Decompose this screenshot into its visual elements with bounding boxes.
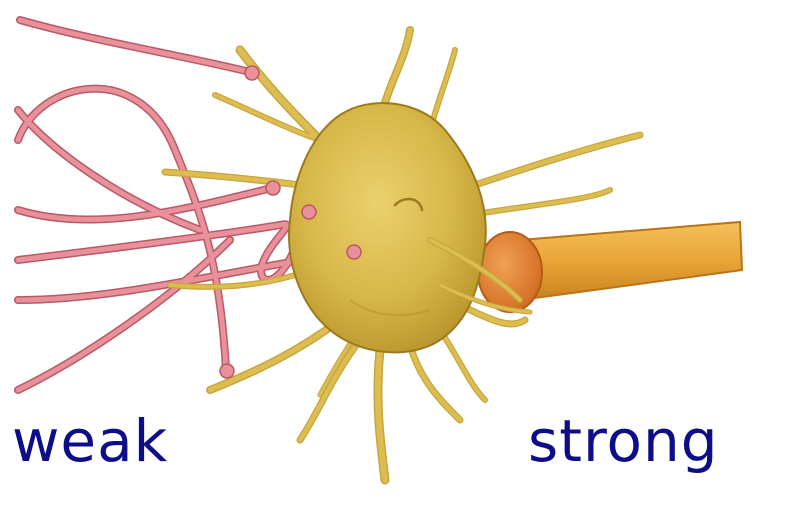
label-weak: weak (12, 412, 168, 470)
weak-terminal-5 (220, 364, 234, 378)
weak-terminal-3 (302, 205, 316, 219)
weak-terminal-1 (245, 66, 259, 80)
weak-terminal-4 (347, 245, 361, 259)
label-strong: strong (528, 412, 719, 470)
weak-terminal-2 (266, 181, 280, 195)
weak-axon-6 (18, 240, 230, 390)
